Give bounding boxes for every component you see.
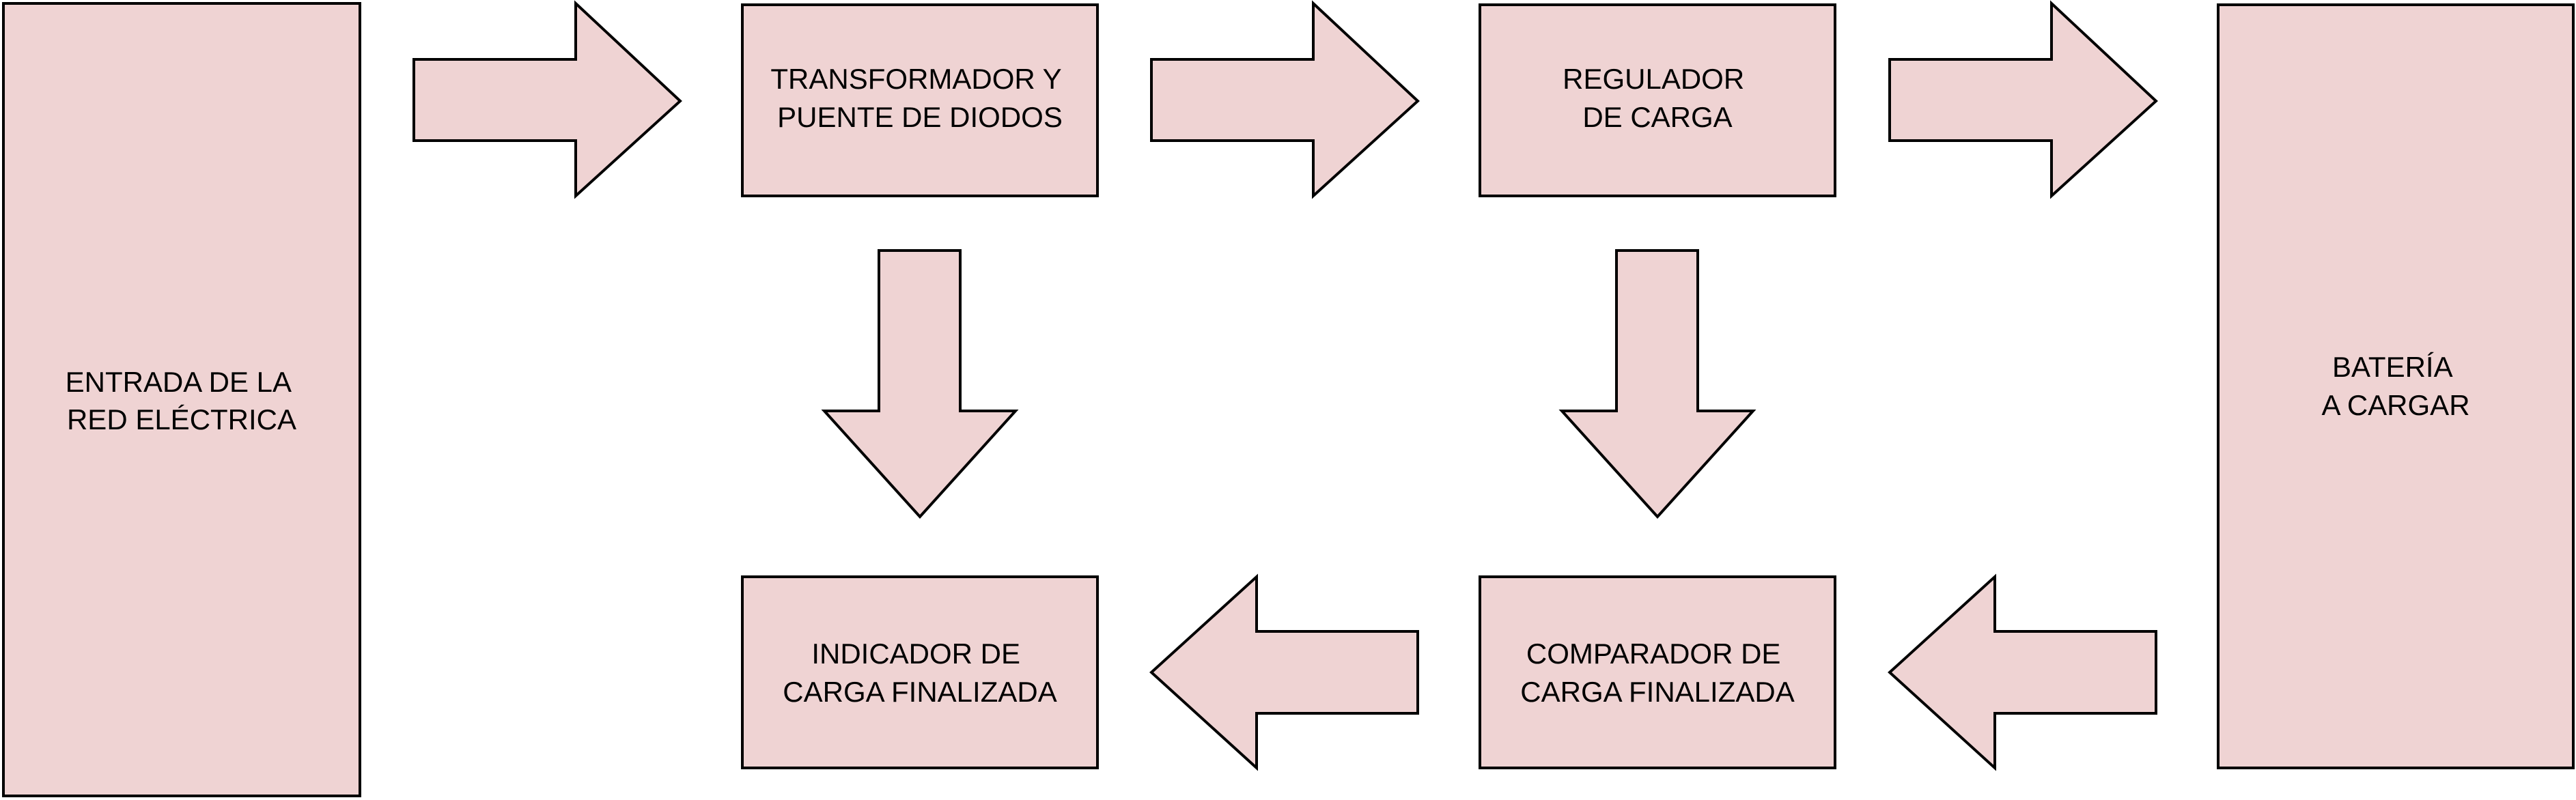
block-transformer-line-1: TRANSFORMADOR Y <box>770 63 1061 95</box>
block-grid-input-line-2: RED ELÉCTRICA <box>67 403 296 435</box>
svg-text:COMPARADOR DE CARGA FINA: COMPARADOR DE CARGA FINALIZADA <box>1520 638 1794 708</box>
block-regulator: REGULADOR DE CARGA <box>1479 3 1836 197</box>
svg-text:ENTRADA DE LA RED ELÉCTR: ENTRADA DE LA RED ELÉCTRICA <box>66 366 298 435</box>
block-comparator-line-2: CARGA FINALIZADA <box>1520 676 1794 708</box>
block-comparator-line-1: COMPARADOR DE <box>1526 638 1781 670</box>
svg-text:INDICADOR DE CARGA FINAL: INDICADOR DE CARGA FINALIZADA <box>783 638 1056 708</box>
svg-text:TRANSFORMADOR Y PUENTE D: TRANSFORMADOR Y PUENTE DE DIODOS <box>770 63 1069 133</box>
arrow-right-transformer-to-regulator <box>1150 0 1420 199</box>
arrow-down-transformer-to-indicator <box>821 249 1019 519</box>
block-battery-line-2: A CARGAR <box>2321 389 2469 421</box>
block-grid-input: ENTRADA DE LA RED ELÉCTRICA <box>2 2 361 797</box>
block-battery: BATERÍA A CARGAR <box>2217 3 2575 769</box>
block-regulator-line-2: DE CARGA <box>1582 101 1732 133</box>
arrow-left-battery-to-comparator <box>1888 573 2157 771</box>
svg-text:REGULADOR DE CARGA: REGULADOR DE CARGA <box>1563 63 1752 133</box>
svg-text:BATERÍA A CARGAR: BATERÍA A CARGAR <box>2321 351 2469 421</box>
block-transformer-line-2: PUENTE DE DIODOS <box>777 101 1063 133</box>
arrow-right-regulator-to-battery <box>1888 0 2158 199</box>
block-indicator-line-1: INDICADOR DE <box>811 638 1020 670</box>
arrow-down-regulator-to-comparator <box>1558 249 1756 519</box>
block-regulator-line-1: REGULADOR <box>1563 63 1744 95</box>
block-transformer: TRANSFORMADOR Y PUENTE DE DIODOS <box>741 3 1099 197</box>
block-comparator: COMPARADOR DE CARGA FINALIZADA <box>1479 575 1836 769</box>
block-battery-line-1: BATERÍA <box>2332 351 2453 383</box>
arrow-right-grid-to-transformer <box>412 0 682 199</box>
block-grid-input-line-1: ENTRADA DE LA <box>66 366 292 398</box>
arrow-left-comparator-to-indicator <box>1149 573 1419 771</box>
block-indicator-line-2: CARGA FINALIZADA <box>783 676 1056 708</box>
block-indicator: INDICADOR DE CARGA FINALIZADA <box>741 575 1099 769</box>
